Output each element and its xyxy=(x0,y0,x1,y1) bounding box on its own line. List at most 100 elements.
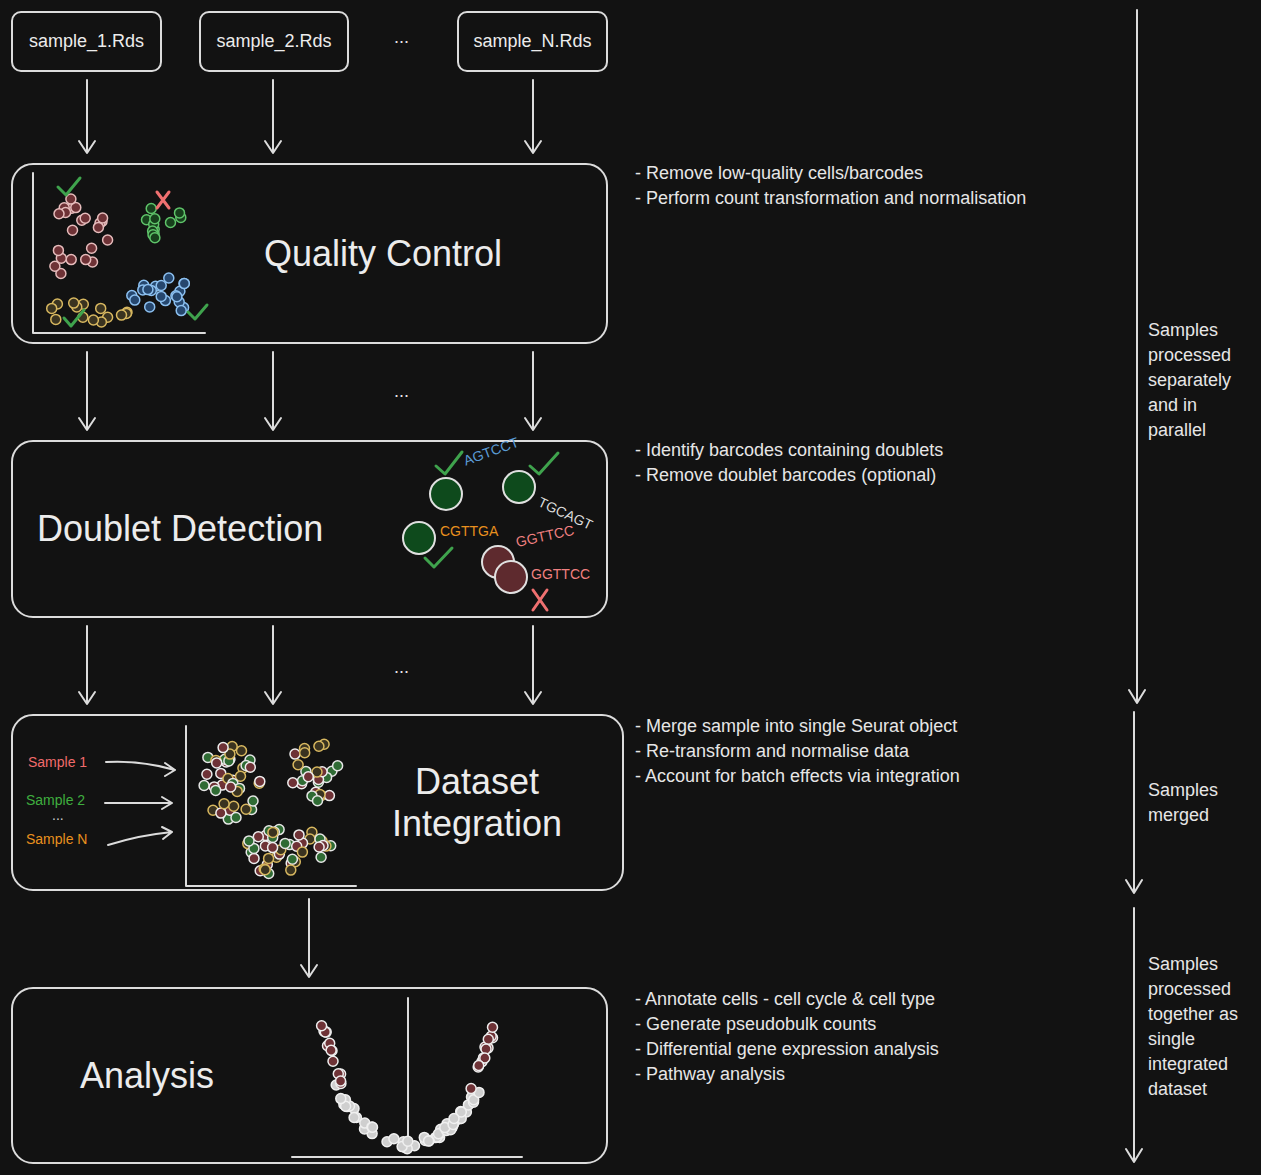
scatter-dot xyxy=(389,1134,399,1144)
cell-circle xyxy=(503,471,535,503)
scatter-dot xyxy=(300,748,310,758)
cross-mark xyxy=(157,192,169,208)
barcode-sequence: AGTCCT xyxy=(461,433,521,470)
stage-arrow xyxy=(1129,10,1145,703)
scatter-dot xyxy=(226,782,236,792)
step-note: - Annotate cells - cell cycle & cell typ… xyxy=(635,988,935,1011)
flow-arrow xyxy=(265,80,281,153)
step-note: - Remove low-quality cells/barcodes xyxy=(635,162,923,185)
scatter-dot xyxy=(53,245,63,255)
scatter-dot xyxy=(245,762,255,772)
scatter-dot xyxy=(336,1094,346,1104)
scatter-dot xyxy=(69,298,79,308)
flow-arrow xyxy=(265,352,281,430)
scatter-dot xyxy=(216,808,226,818)
scatter-dot xyxy=(287,854,297,864)
scatter-dot xyxy=(449,1114,459,1124)
sample-arrow xyxy=(106,762,175,776)
scatter-dot xyxy=(286,865,296,875)
ellipsis: ... xyxy=(394,380,409,403)
scatter-dot xyxy=(303,772,313,782)
scatter-dot xyxy=(293,760,303,770)
scatter-dot xyxy=(218,743,228,753)
scatter-dot xyxy=(93,222,103,232)
flow-arrow xyxy=(525,80,541,153)
barcode-sequence: GGTTCC xyxy=(514,521,576,551)
scatter-dot xyxy=(68,225,78,235)
scatter-dot xyxy=(47,303,57,313)
scatter-dot xyxy=(231,813,241,823)
scatter-dot xyxy=(488,1022,498,1032)
scatter-dot xyxy=(176,306,186,316)
check-mark xyxy=(530,453,558,474)
scatter-dot xyxy=(156,281,166,291)
scatter-dot xyxy=(324,791,334,801)
scatter-dot xyxy=(403,1136,413,1146)
flow-arrow xyxy=(79,352,95,430)
flow-arrow xyxy=(301,899,317,977)
scatter-dot xyxy=(313,796,323,806)
scatter-dot xyxy=(466,1084,476,1094)
scatter-dot xyxy=(143,285,153,295)
scatter-dot xyxy=(259,864,269,874)
ellipsis: ... xyxy=(394,656,409,679)
scatter-dot xyxy=(264,853,274,863)
barcode-sequence: CGTTGA xyxy=(440,522,498,540)
process-box: Quality Control xyxy=(11,163,608,344)
scatter-dot xyxy=(146,204,156,214)
scatter-dot xyxy=(179,279,189,289)
cell-circle xyxy=(430,478,462,510)
scatter-dot xyxy=(367,1122,377,1132)
input-file-box: sample_1.Rds xyxy=(11,11,162,72)
flow-arrow xyxy=(79,626,95,704)
scatter-dot xyxy=(54,209,64,219)
step-note: - Pathway analysis xyxy=(635,1063,785,1086)
check-mark xyxy=(188,305,207,319)
scatter-dot xyxy=(96,303,106,313)
process-box: Dataset Integration xyxy=(11,714,624,891)
scatter-dot xyxy=(248,796,258,806)
scatter-dot xyxy=(212,758,222,768)
scatter-dot xyxy=(51,314,61,324)
scatter-dot xyxy=(316,852,326,862)
node-title: sample_1.Rds xyxy=(29,31,144,52)
check-mark xyxy=(425,548,452,567)
process-box: Analysis xyxy=(11,987,608,1164)
stage-note: Samples merged xyxy=(1148,778,1254,828)
step-note: - Identify barcodes containing doublets xyxy=(635,439,943,462)
scatter-dot xyxy=(171,291,181,301)
scatter-dot xyxy=(336,1076,346,1086)
scatter-dot xyxy=(156,291,166,301)
scatter-dot xyxy=(314,741,324,751)
integration-axes xyxy=(186,726,356,886)
step-note: - Perform count transformation and norma… xyxy=(635,187,1026,210)
ellipsis: ... xyxy=(52,806,64,824)
scatter-dot xyxy=(229,801,239,811)
scatter-dot xyxy=(253,832,263,842)
scatter-dot xyxy=(328,1056,338,1066)
scatter-dot xyxy=(314,842,324,852)
scatter-dot xyxy=(179,278,189,288)
qc-axes xyxy=(33,173,205,333)
node-title: sample_2.Rds xyxy=(216,31,331,52)
sample-label: Sample 1 xyxy=(28,753,87,771)
step-note: - Merge sample into single Seurat object xyxy=(635,715,957,738)
scatter-dot xyxy=(474,1061,484,1071)
scatter-dot xyxy=(88,315,98,325)
step-note: - Differential gene expression analysis xyxy=(635,1038,939,1061)
scatter-dot xyxy=(66,255,76,265)
scatter-dot xyxy=(326,1045,336,1055)
scatter-dot xyxy=(368,1122,378,1132)
scatter-dot xyxy=(145,302,155,312)
flow-arrow xyxy=(265,626,281,704)
scatter-dot xyxy=(237,746,247,756)
scatter-dot xyxy=(297,847,307,857)
scatter-dot xyxy=(150,214,160,224)
scatter-dot xyxy=(98,213,108,223)
step-note: - Remove doublet barcodes (optional) xyxy=(635,464,936,487)
scatter-dot xyxy=(199,781,209,791)
scatter-dot xyxy=(249,853,259,863)
stage-arrow xyxy=(1126,908,1142,1162)
